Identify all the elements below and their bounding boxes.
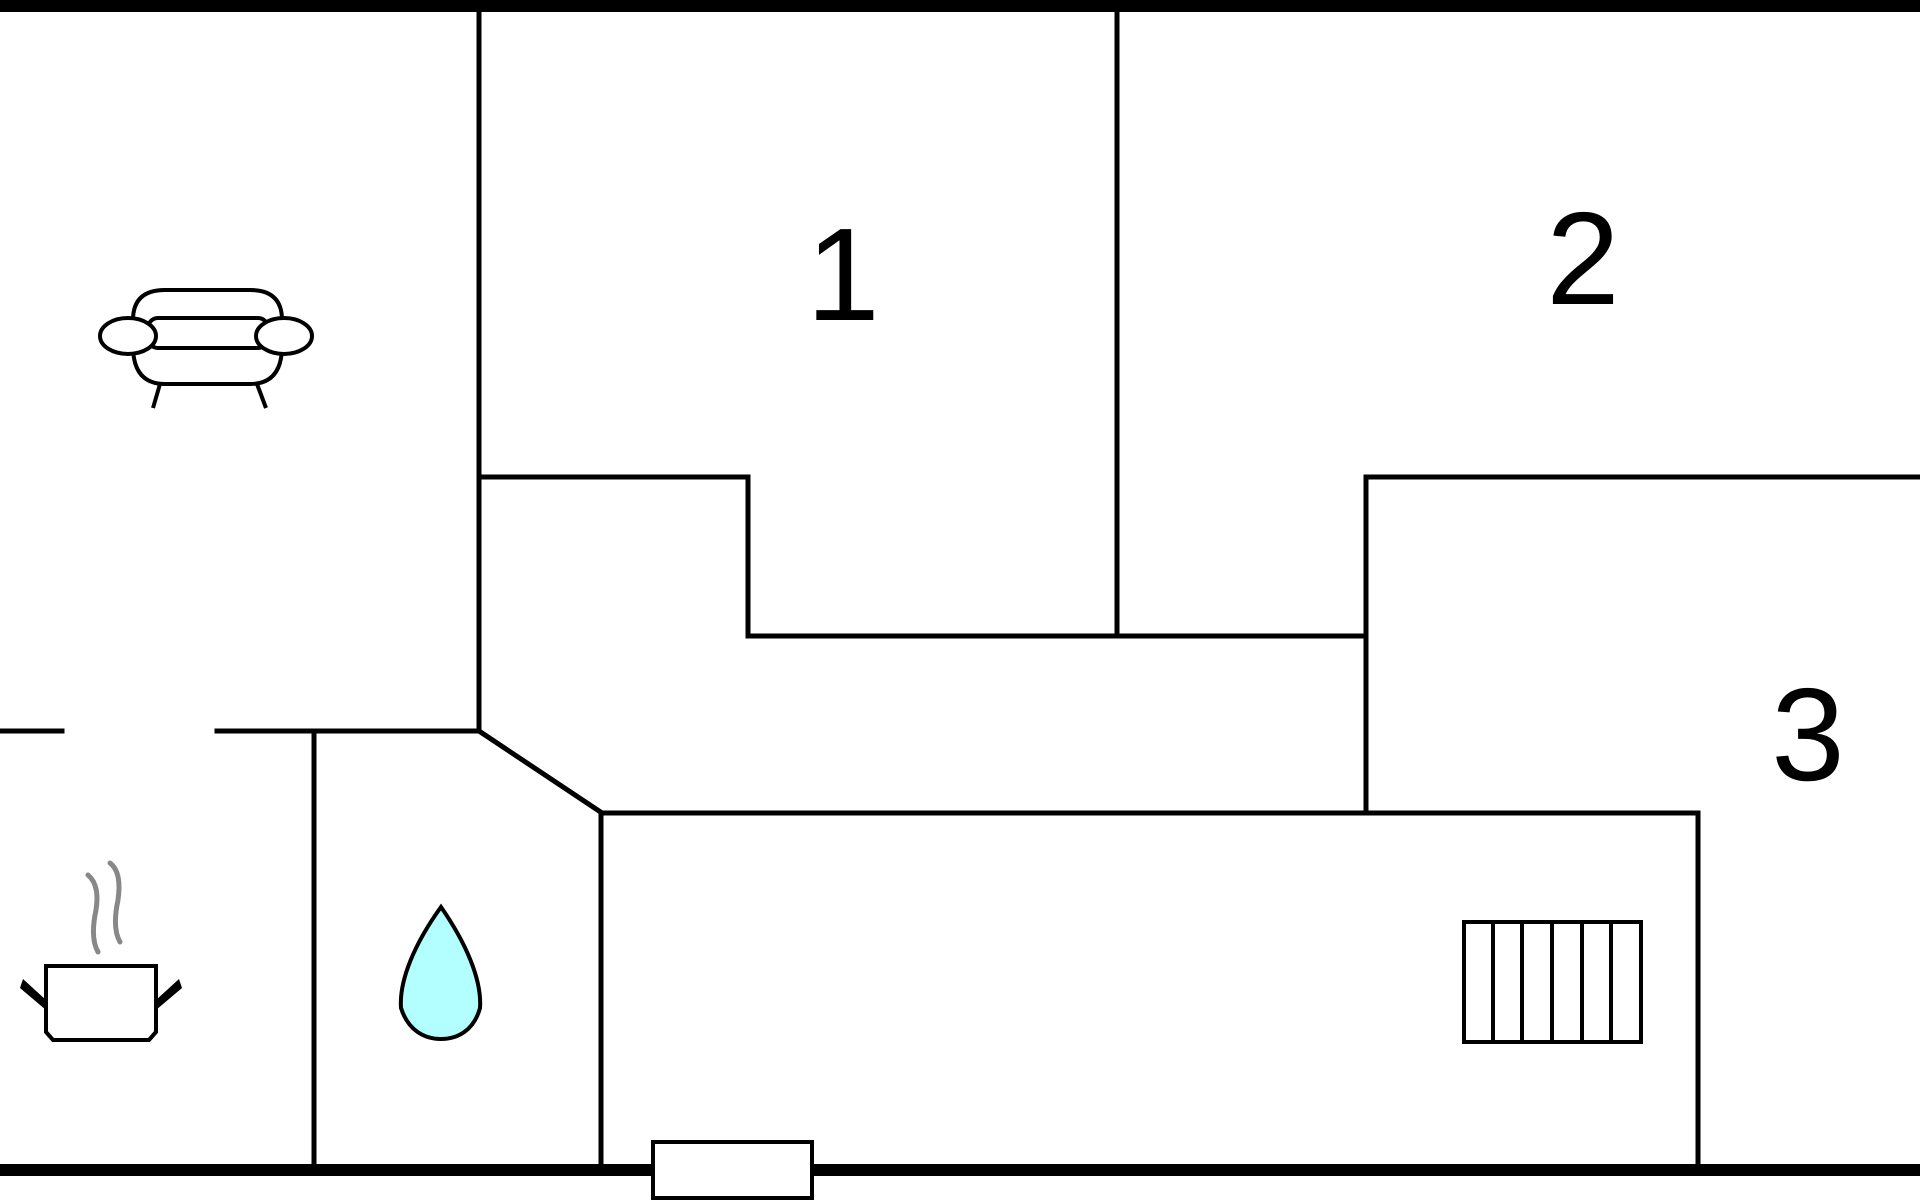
- room-1-label: 1: [806, 201, 879, 348]
- door-step-icon: [651, 1140, 814, 1200]
- room-3-label: 3: [1771, 661, 1844, 808]
- cooking-pot-icon: [20, 860, 182, 1042]
- room-2-label: 2: [1546, 185, 1619, 332]
- interior-walls: [0, 9, 1920, 1167]
- wall-room1-bottom: [476, 474, 1369, 639]
- water-drop-icon: [398, 903, 483, 1042]
- wall-bath-diagonal: [475, 727, 1701, 1167]
- radiator-icon: [1462, 920, 1643, 1044]
- wall-room3-left: [1363, 474, 1920, 816]
- sofa-icon: [98, 288, 314, 409]
